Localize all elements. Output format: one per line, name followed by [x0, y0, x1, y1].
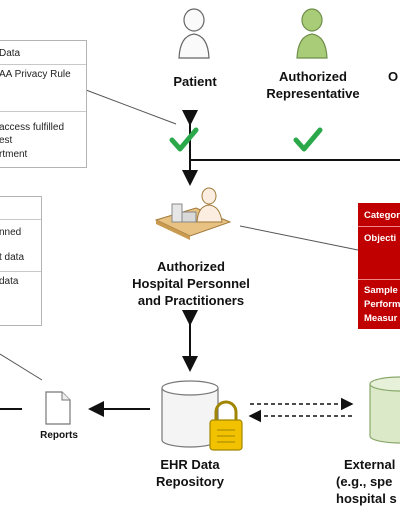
- reports-label: Reports: [40, 430, 78, 441]
- panel-top-connector: [85, 89, 177, 125]
- redbox-line: Sample: [364, 285, 398, 296]
- external-label-line: hospital s: [336, 491, 397, 506]
- representative-label-line: Authorized: [279, 69, 347, 84]
- panel-line: Data: [0, 48, 21, 59]
- requirements-panel-top: Data AA Privacy Rule access fulfilled es…: [0, 40, 87, 168]
- hospital-label-line: Authorized: [157, 259, 225, 274]
- ehr-repository-label: EHR Data Repository: [144, 456, 236, 490]
- redbox-line: Measur: [364, 313, 398, 324]
- ehr-label-line: EHR Data: [160, 457, 220, 472]
- panel-line: access fulfilled: [0, 122, 65, 133]
- redbox-line: Perform: [364, 299, 400, 310]
- external-label: External (e.g., spe hospital s: [336, 456, 400, 507]
- requirements-panel-mid: nned t data data: [0, 196, 42, 326]
- panel-line: data: [0, 276, 19, 287]
- panel-line: est: [0, 135, 13, 146]
- panel-line: t data: [0, 252, 25, 263]
- hospital-personnel-label: Authorized Hospital Personnel and Practi…: [118, 258, 264, 309]
- redbox-connector: [239, 225, 359, 251]
- external-label-line: (e.g., spe: [336, 474, 393, 489]
- measure-details-box: Categor Objecti Sample Perform Measur: [358, 203, 400, 329]
- external-label-line: External: [344, 457, 396, 472]
- hospital-label-line: Hospital Personnel: [132, 276, 250, 291]
- patient-label: Patient: [173, 74, 217, 89]
- ehr-label-line: Repository: [156, 474, 224, 489]
- panel-mid-connector: [0, 353, 43, 381]
- redbox-line: Categor: [364, 210, 400, 221]
- hospital-label-line: and Practitioners: [137, 293, 245, 308]
- redbox-line: Objecti: [364, 233, 397, 244]
- panel-line: nned: [0, 227, 22, 238]
- panel-line: AA Privacy Rule: [0, 69, 71, 80]
- representative-label-line: Representative: [266, 86, 360, 101]
- panel-line: rtment: [0, 149, 28, 160]
- representative-label: Authorized Representative: [258, 68, 368, 102]
- other-label: O: [388, 69, 399, 84]
